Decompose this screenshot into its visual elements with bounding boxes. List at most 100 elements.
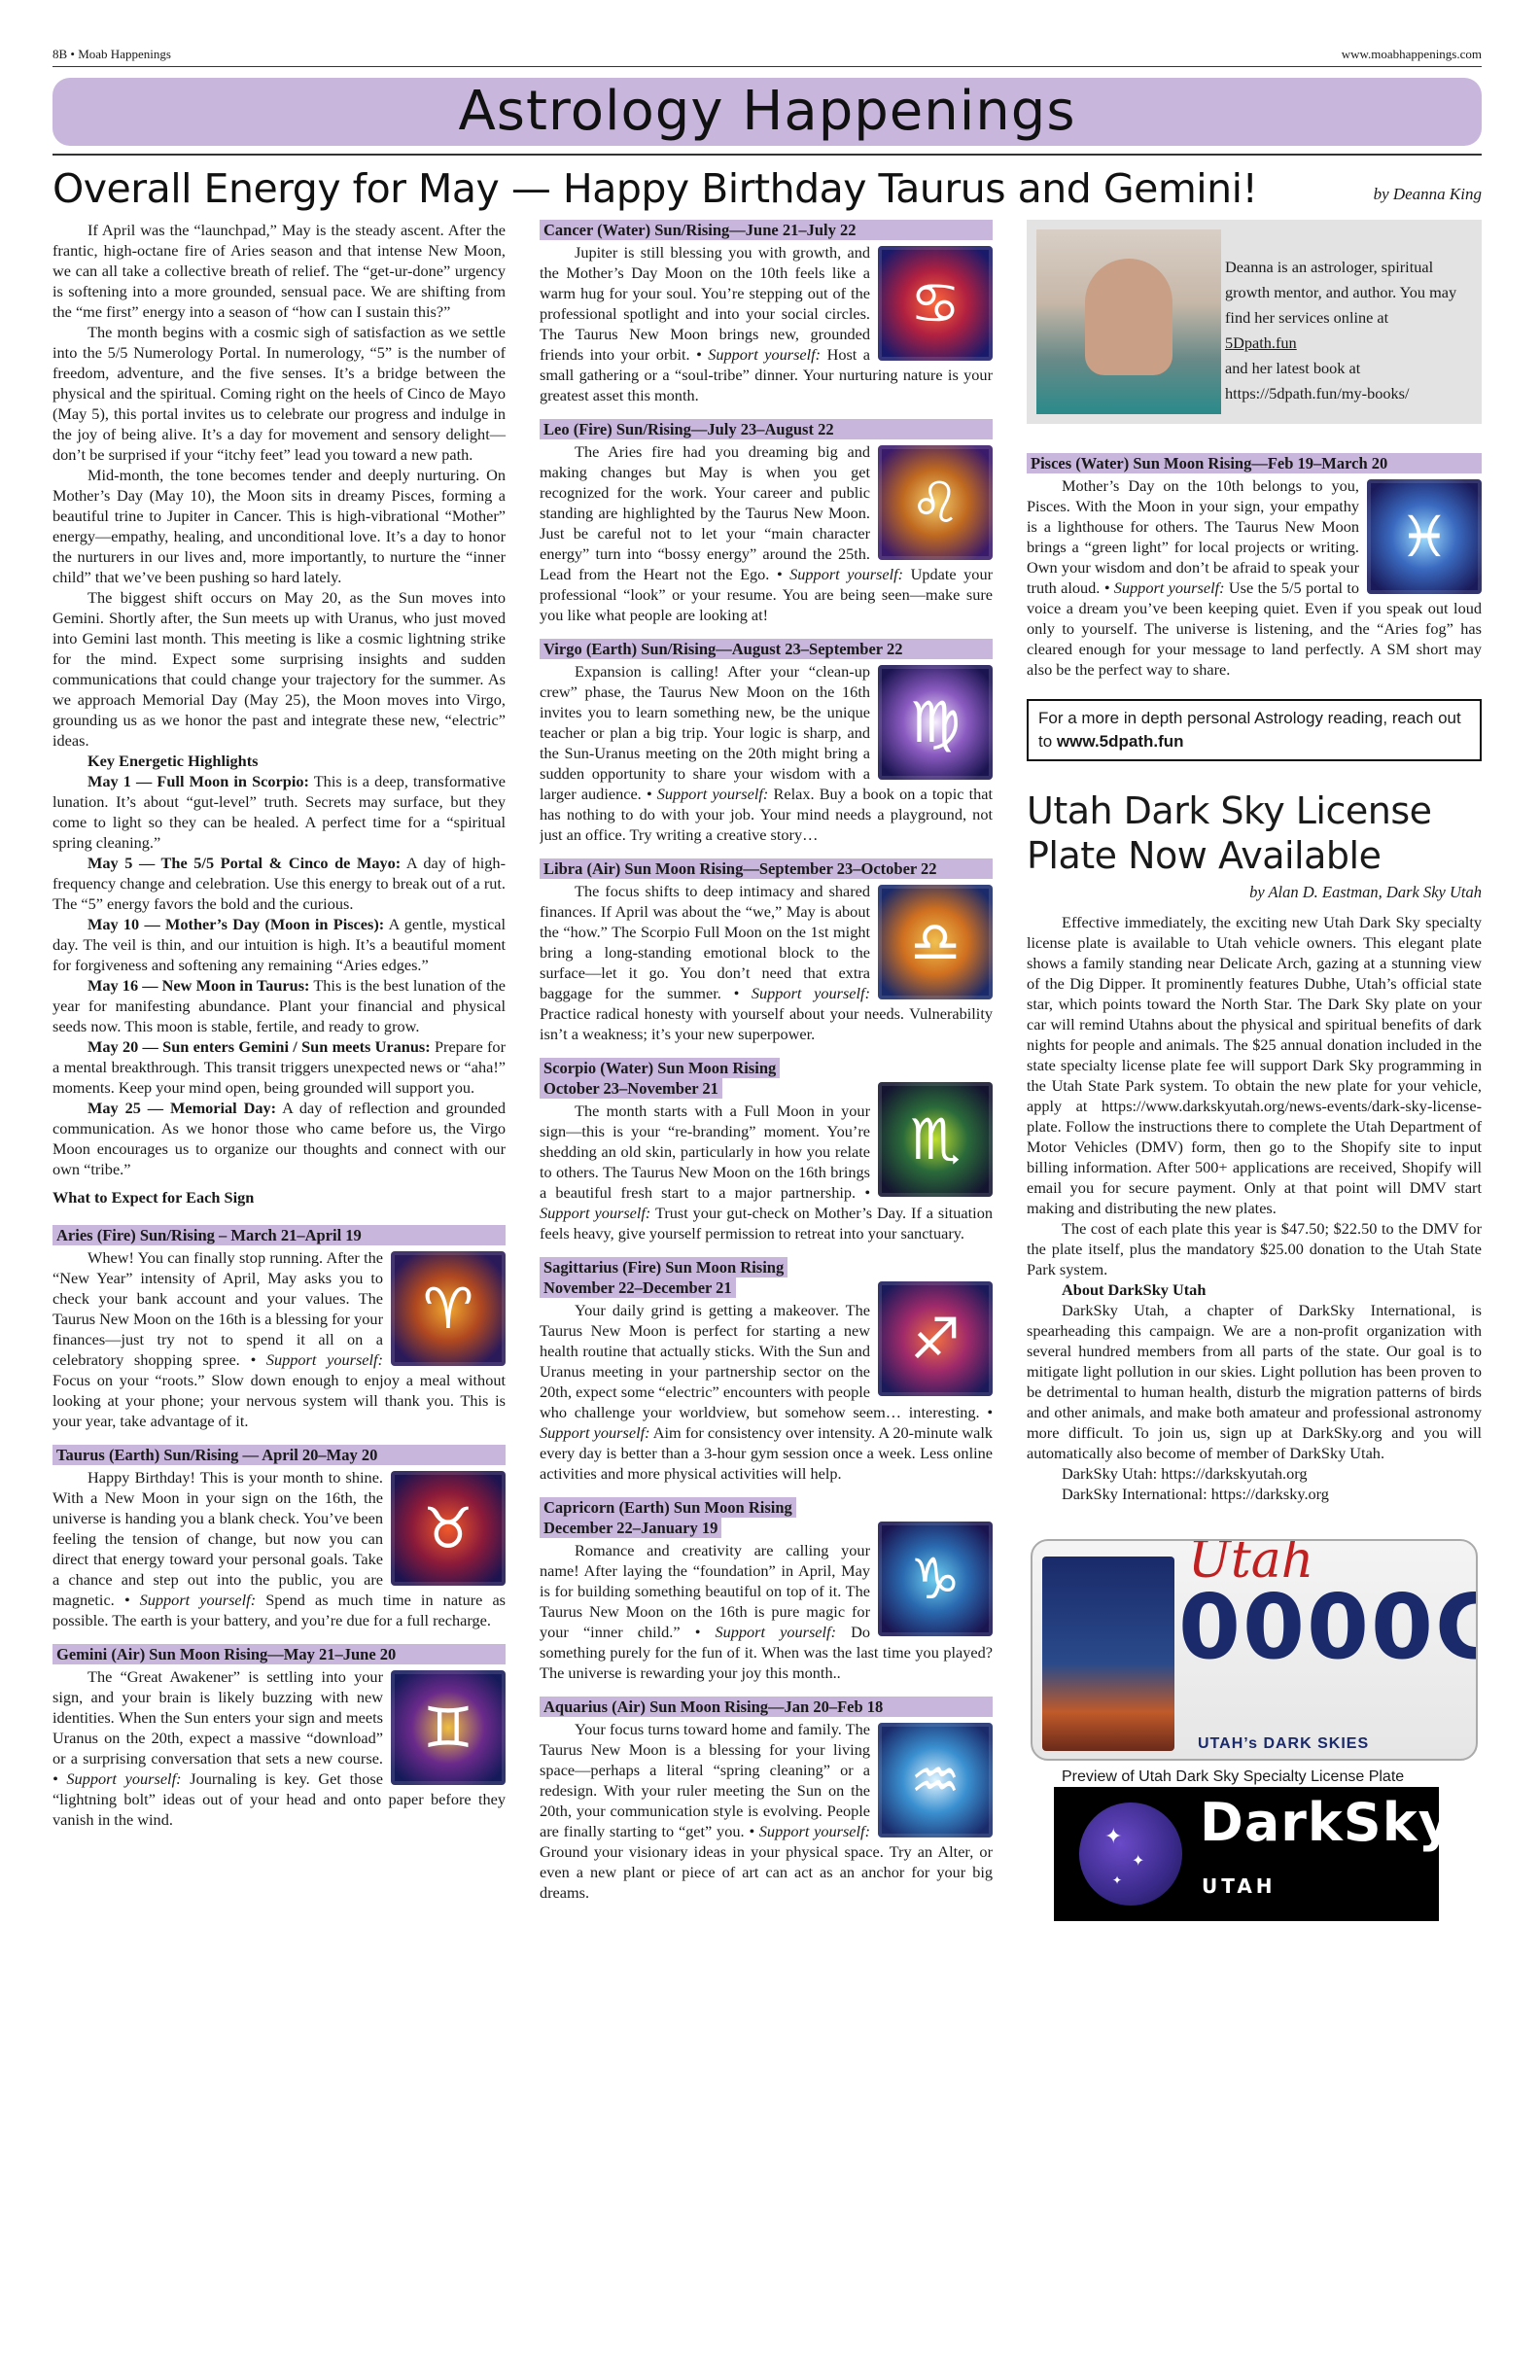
sign-text: Romance and creativity are calling your … [540,1541,993,1682]
sign-pisces: Pisces (Water) Sun Moon Rising—Feb 19–Ma… [1027,453,1482,680]
highlight-item: May 5 — The 5/5 Portal & Cinco de Mayo: … [52,854,506,913]
scorpio-scorpion-icon: ♏ [878,1082,993,1197]
highlight-item: May 1 — Full Moon in Scorpio: This is a … [52,772,506,852]
highlight-item: May 10 — Mother’s Day (Moon in Pisces): … [52,915,506,974]
sign-heading: Leo (Fire) Sun/Rising—July 23–August 22 [540,419,993,439]
sign-libra: Libra (Air) Sun Moon Rising—September 23… [540,858,993,1044]
gemini-twins-icon: ♊ [391,1670,506,1785]
darksky-utah-logo: ✦ ✦ ✦ DarkSky UTAH [1054,1787,1452,1921]
sign-heading: Scorpio (Water) Sun Moon Rising [540,1058,781,1078]
sign-heading-dates: November 22–December 21 [540,1278,736,1298]
sign-text: Mother’s Day on the 10th belongs to you,… [1027,476,1482,679]
sign-text: The Aries fire had you dreaming big and … [540,442,993,624]
darksky-utah-link[interactable]: DarkSky Utah: https://darkskyutah.org [1062,1464,1308,1483]
sign-heading: Aquarius (Air) Sun Moon Rising—Jan 20–Fe… [540,1697,993,1717]
book-link[interactable]: https://5dpath.fun/my-books/ [1225,384,1410,402]
sign-heading: Aries (Fire) Sun/Rising – March 21–April… [52,1225,506,1245]
sign-text: Your daily grind is getting a makeover. … [540,1301,993,1483]
intro-paragraph: Mid-month, the tone becomes tender and d… [52,466,506,586]
banner-rule [52,154,1482,156]
column-2: Cancer (Water) Sun/Rising—June 21–July 2… [540,220,993,1916]
sign-text: Your focus turns toward home and family.… [540,1720,993,1902]
author-box: Deanna is an astrologer, spiritual growt… [1027,220,1482,424]
sign-taurus: Taurus (Earth) Sun/Rising — April 20–May… [52,1445,506,1630]
expect-heading: What to Expect for Each Sign [52,1188,255,1207]
author-link[interactable]: 5Dpath.fun [1225,333,1297,352]
libra-scales-icon: ♎ [878,885,993,999]
sign-text: The “Great Awakener” is settling into yo… [52,1667,506,1829]
sign-text: Jupiter is still blessing you with growt… [540,243,993,404]
sagittarius-archer-icon: ♐ [878,1281,993,1396]
article2-paragraph: DarkSky Utah, a chapter of DarkSky Inter… [1027,1301,1482,1462]
taurus-bull-icon: ♉ [391,1471,506,1586]
sign-leo: Leo (Fire) Sun/Rising—July 23–August 22 … [540,419,993,625]
intro-paragraph: The month begins with a cosmic sigh of s… [52,323,506,464]
site-url[interactable]: www.moabhappenings.com [1341,47,1482,61]
highlights-heading: Key Energetic Highlights [88,752,259,770]
sign-heading: Taurus (Earth) Sun/Rising — April 20–May… [52,1445,506,1465]
sign-heading: Virgo (Earth) Sun/Rising—August 23–Septe… [540,639,993,659]
plate-footer: UTAH’s DARK SKIES [1198,1735,1370,1752]
sign-virgo: Virgo (Earth) Sun/Rising—August 23–Septe… [540,639,993,845]
intro-paragraph: If April was the “launchpad,” May is the… [52,221,506,321]
highlight-item: May 25 — Memorial Day: A day of reflecti… [52,1099,507,1178]
sign-text: Expansion is calling! After your “clean-… [540,662,993,844]
star-circle-icon [1079,1802,1182,1906]
sign-scorpio: Scorpio (Water) Sun Moon Rising October … [540,1058,993,1243]
aquarius-water-bearer-icon: ♒ [878,1723,993,1838]
about-heading: About DarkSky Utah [1062,1280,1207,1299]
section-banner: Astrology Happenings [52,78,1482,146]
sign-heading-dates: October 23–November 21 [540,1078,722,1099]
article2-paragraph: The cost of each plate this year is $47.… [1027,1219,1482,1278]
promo-link[interactable]: www.5dpath.fun [1056,732,1184,751]
plate-caption: Preview of Utah Dark Sky Specialty Licen… [1062,1768,1405,1785]
virgo-maiden-icon: ♍ [878,665,993,780]
pisces-fish-icon: ♓ [1367,479,1482,594]
article-byline: by Deanna King [1373,185,1482,203]
cancer-crab-icon: ♋ [878,246,993,361]
sign-heading: Sagittarius (Fire) Sun Moon Rising [540,1257,788,1278]
sign-cancer: Cancer (Water) Sun/Rising—June 21–July 2… [540,220,993,405]
delicate-arch-scene [1042,1557,1174,1751]
aries-ram-icon: ♈ [391,1251,506,1366]
article2-headline: Utah Dark Sky License Plate Now Availabl… [1027,789,1432,877]
sign-heading: Cancer (Water) Sun/Rising—June 21–July 2… [540,220,993,240]
sign-heading: Capricorn (Earth) Sun Moon Rising [540,1497,796,1518]
sign-text: The focus shifts to deep intimacy and sh… [540,882,993,1043]
sign-heading: Libra (Air) Sun Moon Rising—September 23… [540,858,993,879]
intro-paragraph: The biggest shift occurs on May 20, as t… [52,588,506,750]
sign-gemini: Gemini (Air) Sun Moon Rising—May 21–June… [52,1644,506,1830]
sign-aries: Aries (Fire) Sun/Rising – March 21–April… [52,1225,506,1431]
plate-number: 0000C [1178,1575,1478,1679]
capricorn-goat-icon: ♑ [878,1522,993,1636]
sign-text: Whew! You can finally stop running. Afte… [52,1248,506,1430]
plate-state: Utah [1188,1539,1314,1590]
author-bio: Deanna is an astrologer, spiritual growt… [1225,258,1457,402]
author-photo [1036,229,1221,414]
sign-sagittarius: Sagittarius (Fire) Sun Moon Rising Novem… [540,1257,993,1484]
license-plate-image: Utah 0000C UTAH’s DARK SKIES [1031,1539,1478,1761]
page-label: 8B • Moab Happenings [52,47,171,61]
logo-sub: UTAH [1202,1874,1277,1898]
article2-paragraph: Effective immediately, the exciting new … [1027,913,1482,1217]
sign-heading-dates: December 22–January 19 [540,1518,722,1538]
top-rule [52,66,1482,67]
sign-text: The month starts with a Full Moon in you… [540,1102,993,1242]
darksky-intl-link[interactable]: DarkSky International: https://darksky.o… [1062,1485,1329,1503]
banner-title: Astrology Happenings [458,80,1076,143]
article-headline: Overall Energy for May — Happy Birthday … [52,165,1258,212]
leo-lion-icon: ♌ [878,445,993,560]
logo-word: DarkSky [1200,1792,1453,1853]
column-1: If April was the “launchpad,” May is the… [52,220,506,1843]
sign-capricorn: Capricorn (Earth) Sun Moon Rising Decemb… [540,1497,993,1683]
column-3: Deanna is an astrologer, spiritual growt… [1027,220,1482,1921]
sign-heading: Pisces (Water) Sun Moon Rising—Feb 19–Ma… [1027,453,1482,473]
promo-box: For a more in depth personal Astrology r… [1027,699,1482,761]
sign-text: Happy Birthday! This is your month to sh… [52,1468,506,1629]
sign-heading: Gemini (Air) Sun Moon Rising—May 21–June… [52,1644,506,1664]
highlight-item: May 20 — Sun enters Gemini / Sun meets U… [52,1037,506,1097]
sign-aquarius: Aquarius (Air) Sun Moon Rising—Jan 20–Fe… [540,1697,993,1903]
article2-byline: by Alan D. Eastman, Dark Sky Utah [1249,883,1482,901]
highlight-item: May 16 — New Moon in Taurus: This is the… [52,976,506,1035]
